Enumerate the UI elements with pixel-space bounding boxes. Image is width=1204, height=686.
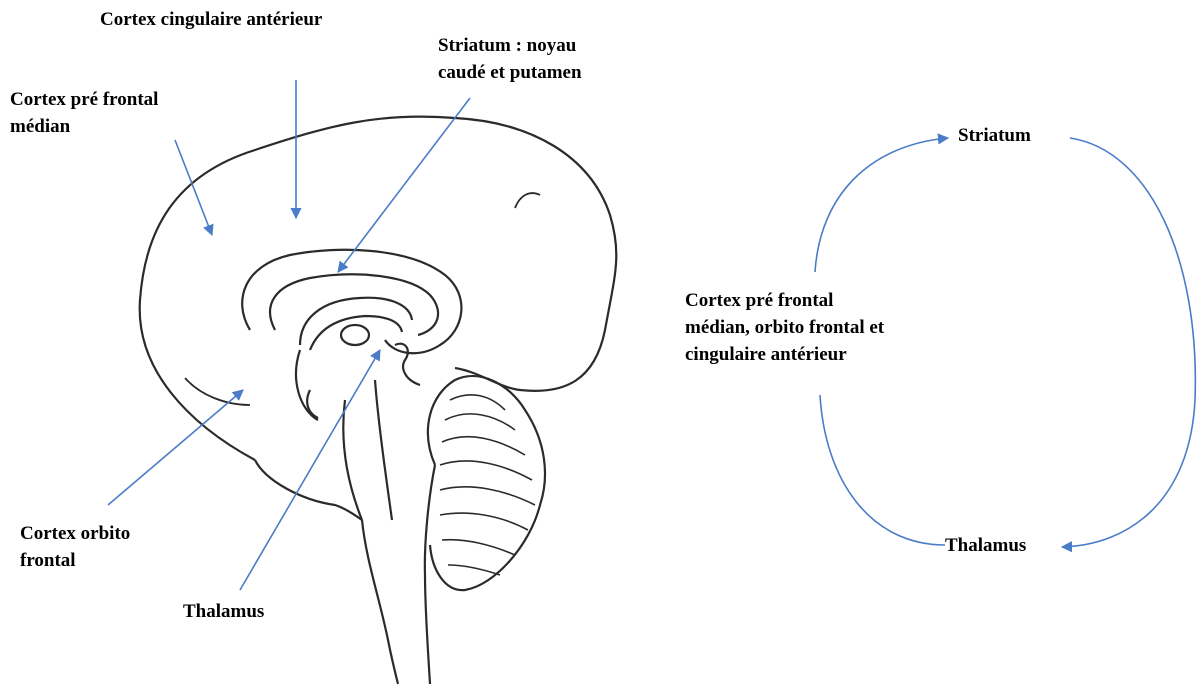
third-ventricle bbox=[296, 350, 318, 420]
arrow-ofc bbox=[108, 390, 243, 505]
cerebellum-outline bbox=[428, 376, 545, 590]
label-medial-prefrontal-cortex: Cortex pré frontal médian bbox=[10, 86, 158, 140]
brain-arrows bbox=[108, 80, 470, 590]
label-thalamus: Thalamus bbox=[183, 598, 264, 625]
corpus-callosum bbox=[242, 250, 461, 353]
arrow-mpfc bbox=[175, 140, 212, 235]
arrow-striatum-to-thalamus bbox=[1062, 138, 1195, 547]
circuit-node-striatum: Striatum bbox=[958, 122, 1031, 149]
label-anterior-cingulate-cortex: Cortex cingulaire antérieur bbox=[100, 6, 322, 33]
thalamus-shape bbox=[341, 325, 369, 345]
cerebrum-outline-lower bbox=[255, 460, 362, 520]
arrow-striatum bbox=[338, 98, 470, 272]
brainstem-outline bbox=[362, 520, 398, 684]
circuit-node-cortex: Cortex pré frontal médian, orbito fronta… bbox=[685, 287, 884, 368]
label-striatum-caudate-putamen: Striatum : noyau caudé et putamen bbox=[438, 32, 582, 86]
circuit-node-thalamus: Thalamus bbox=[945, 532, 1026, 559]
label-orbitofrontal-cortex: Cortex orbito frontal bbox=[20, 520, 130, 574]
gyrus-line bbox=[515, 193, 540, 208]
arrow-thalamus-to-cortex bbox=[820, 395, 945, 545]
arrow-cortex-to-striatum bbox=[815, 138, 948, 272]
brainstem-outline-back bbox=[425, 465, 435, 684]
